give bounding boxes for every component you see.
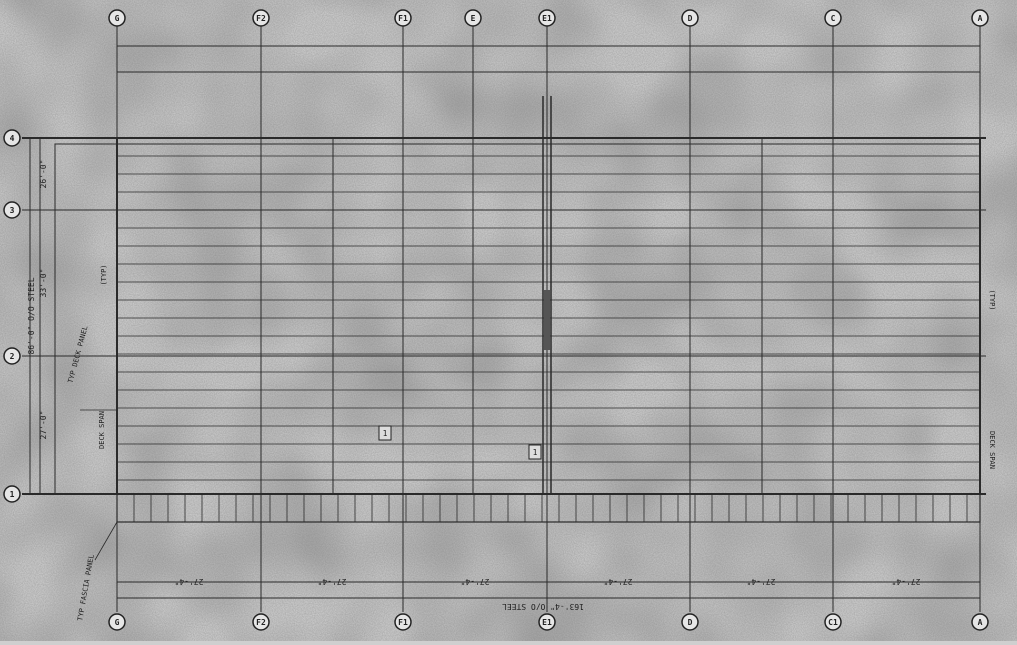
note-left-lower: DECK SPAN [98, 411, 106, 449]
grid-bubble-left-2-label: 2 [10, 352, 15, 361]
grid-bubble-top-2 [394, 9, 412, 27]
left-overall-dimension: 86'-0" O/O STEEL [27, 277, 36, 354]
grid-bubble-top-3-label: E [471, 14, 476, 23]
grid-bubble-top-5-label: D [688, 14, 693, 23]
grid-bubble-top-5 [681, 9, 699, 27]
bottom-dim-3: 27'-4" [604, 577, 633, 586]
grid-bubble-bottom-6-label: A [978, 618, 983, 627]
grid-bubble-bottom-1-label: F2 [256, 618, 266, 627]
grid-bubble-top-0-label: G [115, 14, 120, 23]
grid-bubble-bottom-5-label: C1 [828, 618, 838, 627]
grid-bubble-top-2-label: F1 [398, 14, 408, 23]
grid-bubble-left-0-label: 4 [10, 134, 15, 143]
grid-bubble-bottom-0 [108, 613, 126, 631]
grid-bubble-left-3 [3, 485, 21, 503]
grid-bubble-bottom-3-label: E1 [542, 618, 552, 627]
bottom-dim-5: 27'-4" [892, 577, 921, 586]
note-right-lower: DECK SPAN [988, 431, 996, 469]
left-segment-dim-2: 27'-0" [39, 411, 48, 440]
grid-bubble-top-6 [824, 9, 842, 27]
grid-bubble-bottom-2-label: F1 [398, 618, 408, 627]
section-marker-label-0: 1 [383, 429, 388, 438]
grid-bubble-bottom-4 [681, 613, 699, 631]
note-left-upper: (TYP) [100, 264, 108, 285]
grid-bubble-left-2 [3, 347, 21, 365]
grid-bubble-bottom-4-label: D [688, 618, 693, 627]
bottom-dim-4: 27'-4" [747, 577, 776, 586]
grid-bubble-top-6-label: C [831, 14, 836, 23]
grid-bubble-top-7-label: A [978, 14, 983, 23]
grid-bubble-top-0 [108, 9, 126, 27]
grid-bubble-bottom-5 [824, 613, 842, 631]
bottom-dim-0: 27'-4" [175, 577, 204, 586]
grid-bubble-top-4 [538, 9, 556, 27]
left-segment-dim-0: 26'-0" [39, 160, 48, 189]
leader-fascia [94, 521, 118, 561]
joint-detail [544, 290, 550, 350]
left-segment-dim-1: 33'-0" [39, 269, 48, 298]
grid-bubble-top-1 [252, 9, 270, 27]
note-right-mid: (TYP) [988, 289, 996, 310]
bottom-dim-1: 27'-4" [318, 577, 347, 586]
grid-bubble-left-0 [3, 129, 21, 147]
grid-bubble-bottom-6 [971, 613, 989, 631]
section-marker-0 [378, 425, 392, 441]
section-marker-label-1: 1 [533, 448, 538, 457]
section-marker-1 [528, 444, 542, 460]
grid-bubble-top-4-label: E1 [542, 14, 552, 23]
grid-bubble-bottom-0-label: G [115, 618, 120, 627]
grid-bubble-left-1-label: 3 [10, 206, 15, 215]
grid-bubble-top-7 [971, 9, 989, 27]
grid-bubble-left-3-label: 1 [10, 490, 15, 499]
grid-bubble-left-1 [3, 201, 21, 219]
grid-bubble-top-3 [464, 9, 482, 27]
bottom-dim-2: 27'-4" [461, 577, 490, 586]
grid-bubble-bottom-2 [394, 613, 412, 631]
grid-bubble-bottom-3 [538, 613, 556, 631]
grid-bubble-bottom-1 [252, 613, 270, 631]
overall-dimension: 163'-4" O/O STEEL [502, 602, 584, 611]
grid-bubble-top-1-label: F2 [256, 14, 266, 23]
